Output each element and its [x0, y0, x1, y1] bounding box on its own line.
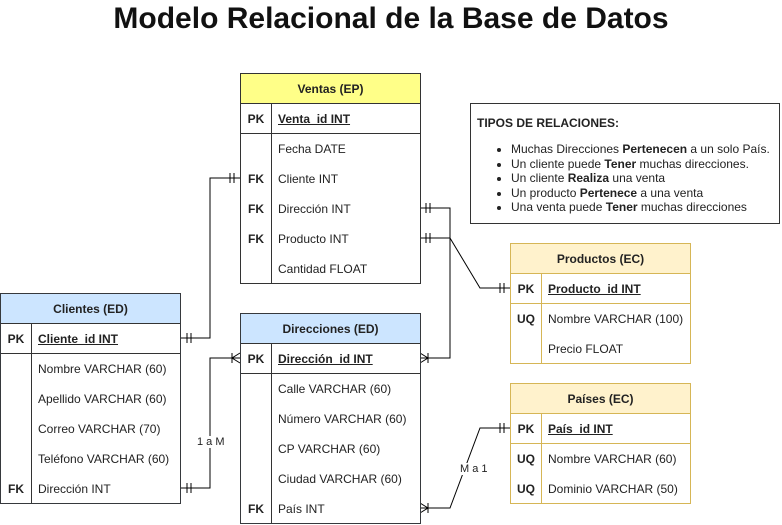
rel-clientes-direcciones [181, 357, 240, 489]
diagram-title: Modelo Relacional de la Base de Datos [113, 2, 669, 35]
relations-legend: TIPOS DE RELACIONES: Muchas Direcciones … [470, 103, 780, 224]
entity-clientes-title: Clientes (ED) [1, 294, 180, 324]
clientes-row-correo: Correo VARCHAR (70) [38, 422, 161, 436]
entity-paises-title: Países (EC) [511, 384, 690, 414]
label-many-to-one: M a 1 [459, 463, 489, 475]
label-one-to-many: 1 a M [196, 436, 226, 448]
entity-ventas-title: Ventas (EP) [241, 74, 420, 104]
clientes-row-nombre: Nombre VARCHAR (60) [38, 362, 167, 376]
direcciones-row-ciudad: Ciudad VARCHAR (60) [278, 472, 402, 486]
rel-ventas-productos [420, 237, 510, 289]
legend-item: Muchas Direcciones Pertenecen a un solo … [511, 142, 770, 157]
legend-heading: TIPOS DE RELACIONES: [477, 116, 620, 130]
productos-row-precio: Precio FLOAT [548, 342, 624, 356]
legend-item: Un cliente puede Tener muchas direccione… [511, 157, 770, 172]
clientes-row-apellido: Apellido VARCHAR (60) [38, 392, 167, 406]
legend-item: Una venta puede Tener muchas direcciones [511, 200, 770, 215]
clientes-row-telefono: Teléfono VARCHAR (60) [38, 452, 170, 466]
legend-list: Muchas Direcciones Pertenecen a un solo … [471, 142, 770, 215]
entity-direcciones-title: Direcciones (ED) [241, 314, 420, 344]
direcciones-row-calle: Calle VARCHAR (60) [278, 382, 392, 396]
direcciones-row-cp: CP VARCHAR (60) [278, 442, 381, 456]
ventas-row-cantidad: Cantidad FLOAT [278, 262, 368, 276]
entity-productos-title: Productos (EC) [511, 244, 690, 274]
legend-item: Un producto Pertenece a una venta [511, 186, 770, 201]
legend-item: Un cliente Realiza una venta [511, 171, 770, 186]
ventas-row-fecha: Fecha DATE [278, 142, 346, 156]
rel-clientes-ventas [181, 177, 240, 339]
direcciones-row-numero: Número VARCHAR (60) [278, 412, 407, 426]
rel-ventas-direcciones [420, 207, 451, 359]
